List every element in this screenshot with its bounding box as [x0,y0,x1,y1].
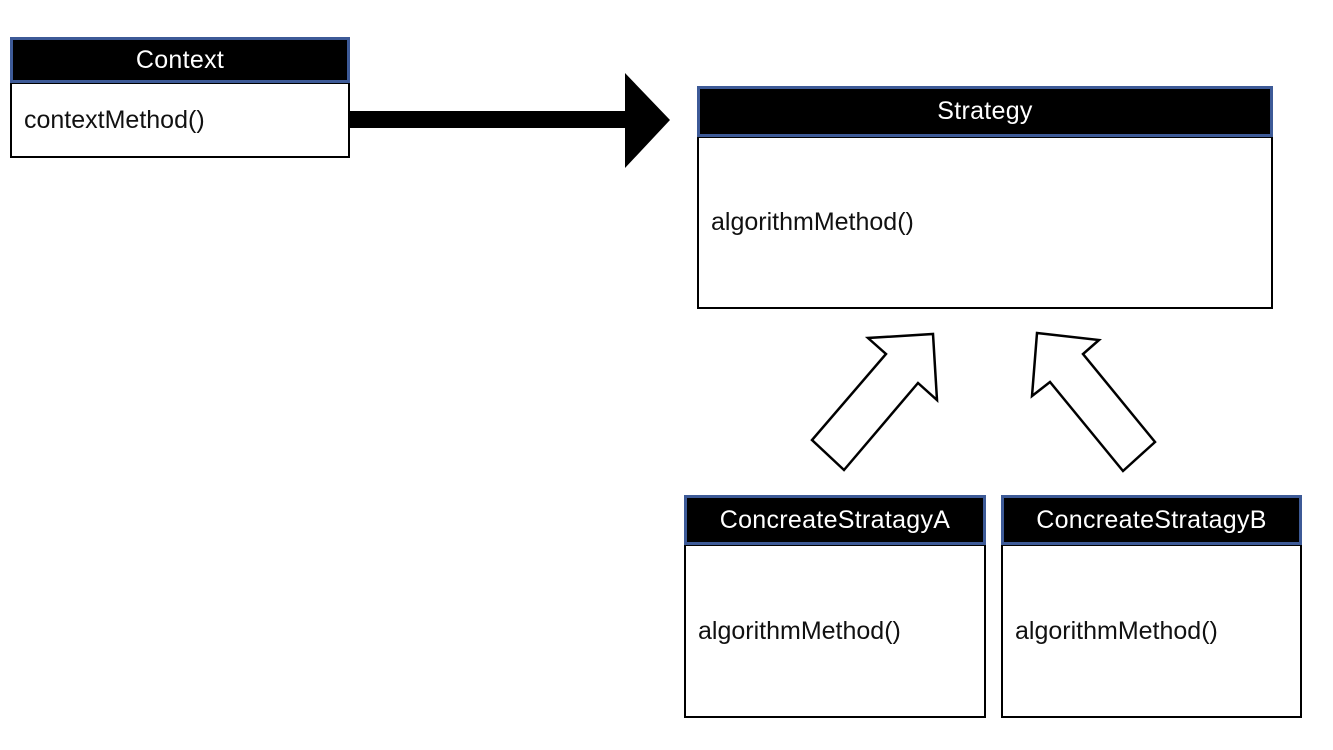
context-to-strategy-arrow [348,73,670,168]
class-header-concrete-strategy-a: ConcreateStratagyA [684,495,986,545]
class-method-strategy: algorithmMethod() [711,208,914,236]
class-title-concrete-strategy-a: ConcreateStratagyA [719,505,951,534]
class-method-concrete-strategy-b: algorithmMethod() [1015,616,1218,645]
class-title-strategy: Strategy [937,97,1033,125]
class-body-strategy: algorithmMethod() [697,137,1273,309]
class-method-concrete-strategy-a: algorithmMethod() [698,616,901,645]
class-box-concrete-strategy-a: ConcreateStratagyA algorithmMethod() [684,495,986,718]
class-header-concrete-strategy-b: ConcreateStratagyB [1001,495,1302,545]
class-header-context: Context [10,37,350,83]
class-body-context: contextMethod() [10,83,350,158]
class-header-strategy: Strategy [697,86,1273,137]
class-body-concrete-strategy-b: algorithmMethod() [1001,545,1302,718]
class-title-concrete-strategy-b: ConcreateStratagyB [1036,505,1267,534]
class-title-context: Context [135,45,225,74]
class-box-concrete-strategy-b: ConcreateStratagyB algorithmMethod() [1001,495,1302,718]
class-box-strategy: Strategy algorithmMethod() [697,86,1273,309]
class-body-concrete-strategy-a: algorithmMethod() [684,545,986,718]
class-box-context: Context contextMethod() [10,37,350,158]
class-method-context: contextMethod() [24,105,205,134]
concrete-a-to-strategy-arrow [810,332,939,472]
concrete-b-to-strategy-arrow [1030,331,1157,473]
